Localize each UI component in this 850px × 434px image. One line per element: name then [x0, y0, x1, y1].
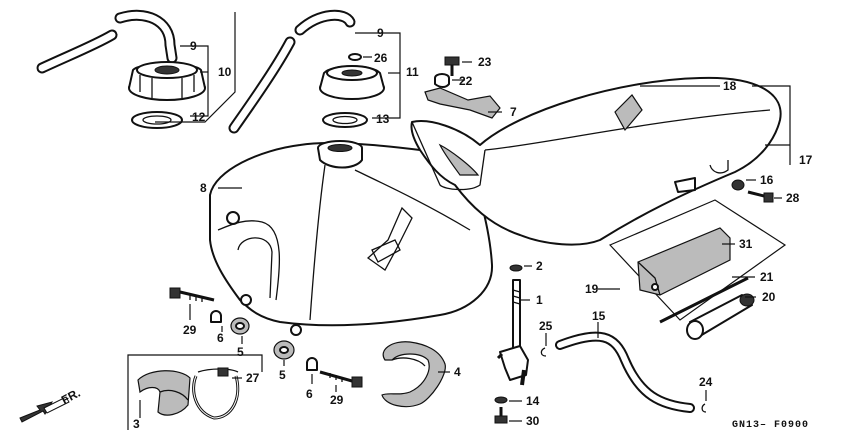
callout-3: 3: [133, 417, 140, 431]
bolt-29-right: [319, 370, 363, 388]
callout-30: 30: [526, 414, 540, 428]
hose-clip-26: [348, 53, 362, 61]
breather-hose-right: [228, 9, 356, 134]
callout-14: 14: [526, 394, 540, 408]
mounting-band-4: [381, 341, 446, 408]
callout-31: 31: [739, 237, 753, 251]
bolt-23: [444, 56, 460, 76]
breather-hose-left: [36, 9, 178, 74]
seat-bracket-7: [424, 87, 501, 119]
callout-21: 21: [760, 270, 774, 284]
callout-25: 25: [539, 319, 553, 333]
callout-1: 1: [536, 293, 543, 307]
collar-6-right: [306, 357, 318, 371]
callout-20: 20: [762, 290, 776, 304]
diagram-code: GN13– F0900: [732, 420, 809, 431]
bolt-30: [494, 407, 508, 424]
callout-5-lower: 5: [279, 368, 286, 382]
rubber-mount-3: [137, 370, 191, 416]
callout-15: 15: [592, 309, 606, 323]
rubber-5-lower: [273, 340, 295, 360]
bolt-28: [747, 190, 774, 203]
clip-25: [540, 347, 547, 357]
fuel-tank: [209, 140, 494, 336]
callout-23: 23: [478, 55, 492, 69]
fuel-tube-15: [555, 331, 695, 413]
band-27: [192, 367, 240, 420]
clip-24: [701, 403, 707, 413]
callout-24: 24: [699, 375, 713, 389]
left-frame-line: [155, 12, 236, 123]
callout-10: 10: [218, 65, 232, 79]
callout-9-right: 9: [377, 26, 384, 40]
callout-6-left: 6: [217, 331, 224, 345]
bolt-29-left: [169, 287, 215, 302]
callout-2: 2: [536, 259, 543, 273]
callout-7: 7: [510, 105, 517, 119]
inset-frame: [127, 354, 263, 430]
rubber-5-upper: [230, 317, 250, 335]
callout-11: 11: [406, 65, 419, 79]
callout-28: 28: [786, 191, 800, 205]
callout-6-right: 6: [306, 387, 313, 401]
leader-9-11-13-right: [355, 32, 401, 119]
callout-29-left: 29: [183, 323, 197, 337]
seat: [410, 76, 782, 246]
callout-17: 17: [799, 153, 813, 167]
fuel-valve-1: [496, 279, 529, 386]
collar-16: [731, 179, 745, 191]
tool-bag-31: [637, 227, 731, 296]
callout-26: 26: [374, 51, 388, 65]
callout-16: 16: [760, 173, 774, 187]
collar-22: [434, 73, 450, 88]
callout-27: 27: [246, 371, 260, 385]
front-arrow-icon: [19, 396, 70, 423]
collar-6-left: [210, 310, 222, 323]
washer-14: [494, 396, 508, 404]
fuel-cap-left: [128, 61, 206, 101]
callout-12: 12: [192, 110, 206, 124]
socket-wrench-20: [686, 293, 755, 340]
callout-29-right: 29: [330, 393, 344, 407]
callout-4: 4: [454, 365, 461, 379]
callout-5-upper: 5: [237, 345, 244, 359]
callout-22: 22: [459, 74, 473, 88]
leader-9-10-12-left: [180, 45, 209, 117]
tool-rod-21: [659, 276, 749, 324]
fuel-cap-right: [319, 65, 385, 100]
callout-18: 18: [723, 79, 737, 93]
callout-19: 19: [585, 282, 599, 296]
callout-13: 13: [376, 112, 390, 126]
callout-8: 8: [200, 181, 207, 195]
washer-2: [509, 264, 523, 272]
cap-gasket-left: [131, 111, 183, 129]
toolkit-frame: [608, 199, 787, 321]
callout-9-left: 9: [190, 39, 197, 53]
cap-gasket-right: [322, 112, 368, 128]
